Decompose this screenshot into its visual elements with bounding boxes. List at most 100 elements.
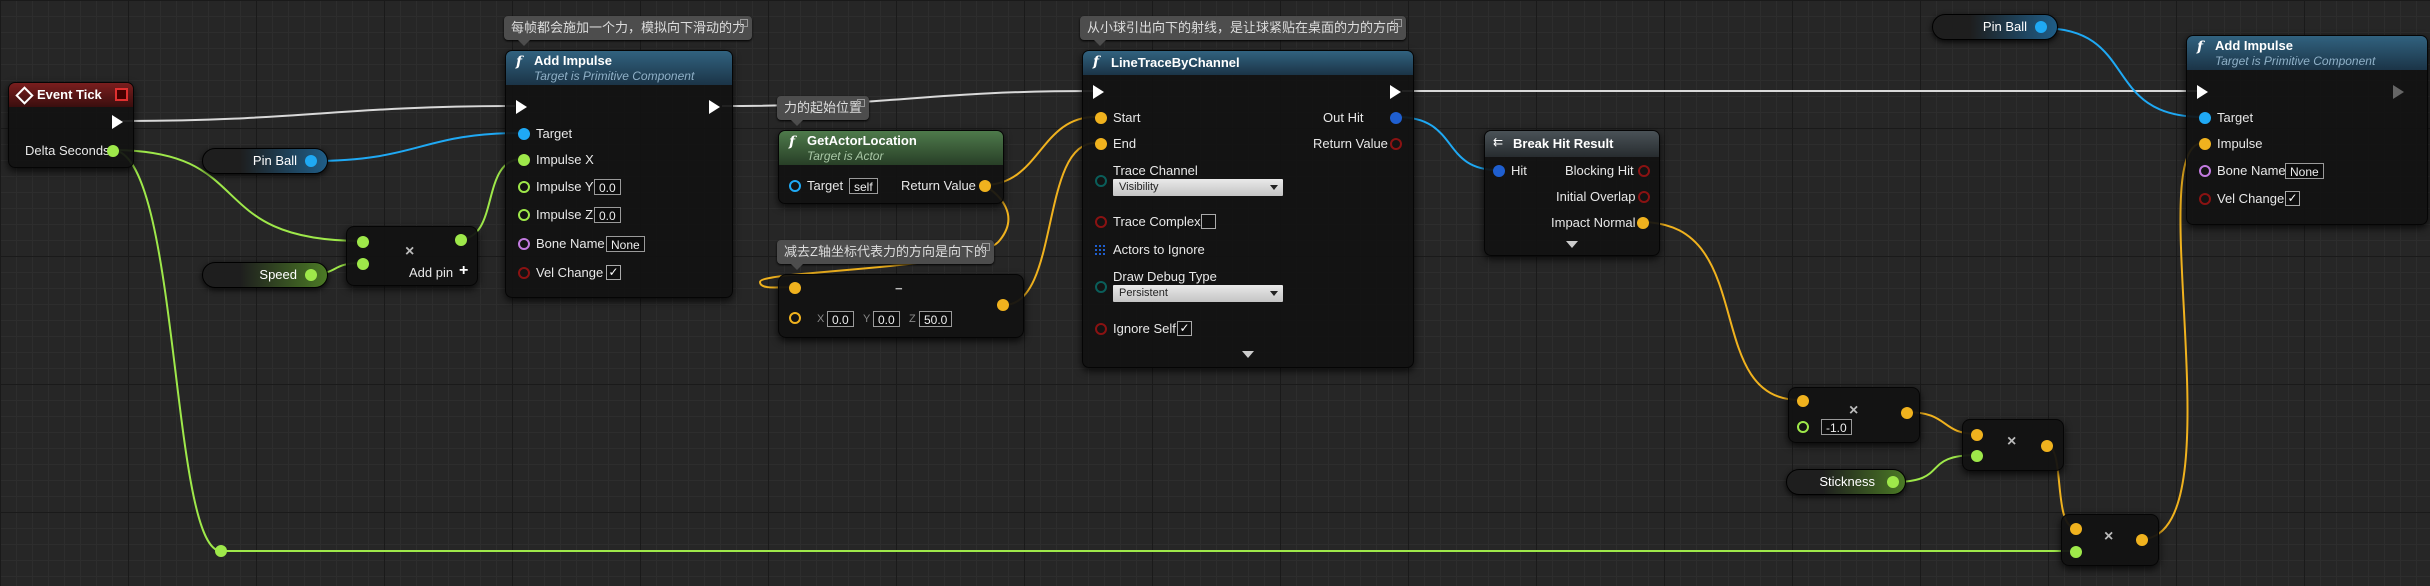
target-pin[interactable] [2199, 112, 2211, 124]
trace-complex-checkbox[interactable] [1201, 214, 1216, 229]
add-impulse-header[interactable]: f Add Impulse Target is Primitive Compon… [2187, 36, 2427, 70]
expand-arrow-icon[interactable] [1242, 351, 1254, 358]
target-self-input[interactable]: self [849, 178, 878, 194]
exec-out-pin[interactable] [709, 100, 720, 114]
bone-name-pin[interactable] [518, 238, 530, 250]
break-hit-result-node[interactable]: ⇇ Break Hit Result Hit Blocking Hit Init… [1484, 130, 1660, 256]
target-pin[interactable] [518, 128, 530, 140]
vector-z-input[interactable]: 50.0 [919, 311, 953, 327]
add-impulse-node-2[interactable]: f Add Impulse Target is Primitive Compon… [2186, 35, 2428, 225]
comment-add-impulse[interactable]: 每帧都会施加一个力，模拟向下滑动的力 [504, 16, 753, 46]
exec-out-pin[interactable] [112, 115, 123, 129]
line-trace-node[interactable]: f LineTraceByChannel Start Out Hit End R… [1082, 50, 1414, 368]
multiply-node[interactable]: × Add pin + [346, 226, 478, 286]
exec-in-pin[interactable] [516, 100, 527, 114]
get-actor-location-header[interactable]: f GetActorLocation Target is Actor [779, 131, 1003, 165]
vel-change-pin[interactable] [2199, 193, 2211, 205]
trace-channel-dropdown[interactable]: Visibility [1113, 179, 1283, 196]
expand-arrow-icon[interactable] [1566, 241, 1578, 248]
pin-ball-variable[interactable]: Pin Ball [202, 148, 328, 174]
multiply-in-a-pin[interactable] [2070, 523, 2082, 535]
impulse-z-input[interactable]: 0.0 [594, 207, 621, 223]
initial-overlap-pin[interactable] [1638, 191, 1650, 203]
draw-debug-type-pin[interactable] [1095, 281, 1107, 293]
exec-in-pin[interactable] [1093, 85, 1104, 99]
vector-x-input[interactable]: 0.0 [827, 311, 854, 327]
impulse-x-pin[interactable] [518, 154, 530, 166]
add-pin-label[interactable]: Add pin [409, 265, 454, 280]
pin-ball-out-pin[interactable] [2035, 21, 2047, 33]
pin-ball-variable-2[interactable]: Pin Ball [1932, 14, 2058, 40]
hit-label: Hit [1511, 163, 1527, 178]
break-hit-result-header[interactable]: ⇇ Break Hit Result [1485, 131, 1659, 157]
return-value-pin[interactable] [1390, 138, 1402, 150]
multiply-negative-node[interactable]: -1.0 × [1788, 387, 1920, 443]
vel-change-checkbox[interactable]: ✓ [606, 265, 621, 280]
exec-in-pin[interactable] [2197, 85, 2208, 99]
vel-change-checkbox[interactable]: ✓ [2285, 191, 2300, 206]
impulse-y-pin[interactable] [518, 181, 530, 193]
impulse-y-input[interactable]: 0.0 [594, 179, 621, 195]
delta-seconds-pin[interactable] [107, 145, 119, 157]
impulse-x-label: Impulse X [536, 152, 594, 167]
stickness-out-pin[interactable] [1887, 476, 1899, 488]
event-tick-header[interactable]: Event Tick [9, 83, 133, 107]
add-impulse-node[interactable]: f Add Impulse Target is Primitive Compon… [505, 50, 733, 298]
ignore-self-pin[interactable] [1095, 323, 1107, 335]
start-pin[interactable] [1095, 112, 1107, 124]
multiply-vector-float-node[interactable]: × [1962, 419, 2064, 471]
add-impulse-header[interactable]: f Add Impulse Target is Primitive Compon… [506, 51, 732, 85]
multiply-in-a-pin[interactable] [357, 236, 369, 248]
event-delegate-icon[interactable] [115, 88, 128, 101]
stickness-variable[interactable]: Stickness [1786, 469, 1906, 495]
vector-subtract-node[interactable]: X 0.0 Y 0.0 Z 50.0 − [778, 274, 1024, 338]
trace-complex-pin[interactable] [1095, 216, 1107, 228]
comment-z-direction[interactable]: 减去Z轴坐标代表力的方向是向下的 [777, 240, 994, 270]
speed-variable[interactable]: Speed [202, 262, 328, 288]
comment-start-position[interactable]: 力的起始位置 [777, 96, 870, 126]
multiply-delta-node[interactable]: × [2061, 514, 2159, 566]
ignore-self-checkbox[interactable]: ✓ [1177, 321, 1192, 336]
multiply-in-b-pin[interactable] [1971, 450, 1983, 462]
bone-name-input[interactable]: None [606, 236, 645, 252]
multiply-factor-input[interactable]: -1.0 [1821, 419, 1852, 435]
draw-debug-type-dropdown[interactable]: Persistent [1113, 285, 1283, 302]
plus-icon[interactable]: + [459, 262, 469, 279]
vector-in-b-pin[interactable] [789, 312, 801, 324]
multiply-in-a-pin[interactable] [1971, 429, 1983, 441]
multiply-in-b-pin[interactable] [1797, 421, 1809, 433]
trace-channel-pin[interactable] [1095, 175, 1107, 187]
event-tick-node[interactable]: Event Tick Delta Seconds [8, 82, 134, 168]
bone-name-input[interactable]: None [2285, 163, 2324, 179]
target-pin[interactable] [789, 180, 801, 192]
hit-pin[interactable] [1493, 165, 1505, 177]
impulse-z-pin[interactable] [518, 209, 530, 221]
exec-out-pin[interactable] [2393, 85, 2404, 99]
exec-out-pin[interactable] [1390, 85, 1401, 99]
vector-y-input[interactable]: 0.0 [873, 311, 900, 327]
blocking-hit-pin[interactable] [1638, 165, 1650, 177]
multiply-in-b-pin[interactable] [2070, 546, 2082, 558]
end-pin[interactable] [1095, 138, 1107, 150]
vector-in-a-pin[interactable] [789, 282, 801, 294]
function-icon: f [2197, 39, 2204, 55]
multiply-out-pin[interactable] [1901, 407, 1913, 419]
get-actor-location-node[interactable]: f GetActorLocation Target is Actor Targe… [778, 130, 1004, 204]
comment-line-trace[interactable]: 从小球引出向下的射线，是让球紧贴在桌面的力的方向 [1080, 16, 1407, 46]
multiply-out-pin[interactable] [455, 234, 467, 246]
impulse-pin[interactable] [2199, 138, 2211, 150]
pin-ball-out-pin[interactable] [305, 155, 317, 167]
array-icon[interactable] [1094, 244, 1106, 256]
vector-out-pin[interactable] [997, 299, 1009, 311]
multiply-out-pin[interactable] [2041, 440, 2053, 452]
return-value-pin[interactable] [979, 180, 991, 192]
vel-change-pin[interactable] [518, 267, 530, 279]
bone-name-pin[interactable] [2199, 165, 2211, 177]
multiply-out-pin[interactable] [2136, 534, 2148, 546]
impact-normal-pin[interactable] [1637, 217, 1649, 229]
line-trace-header[interactable]: f LineTraceByChannel [1083, 51, 1413, 75]
out-hit-pin[interactable] [1390, 112, 1402, 124]
multiply-in-b-pin[interactable] [357, 258, 369, 270]
speed-out-pin[interactable] [305, 269, 317, 281]
multiply-in-a-pin[interactable] [1797, 395, 1809, 407]
